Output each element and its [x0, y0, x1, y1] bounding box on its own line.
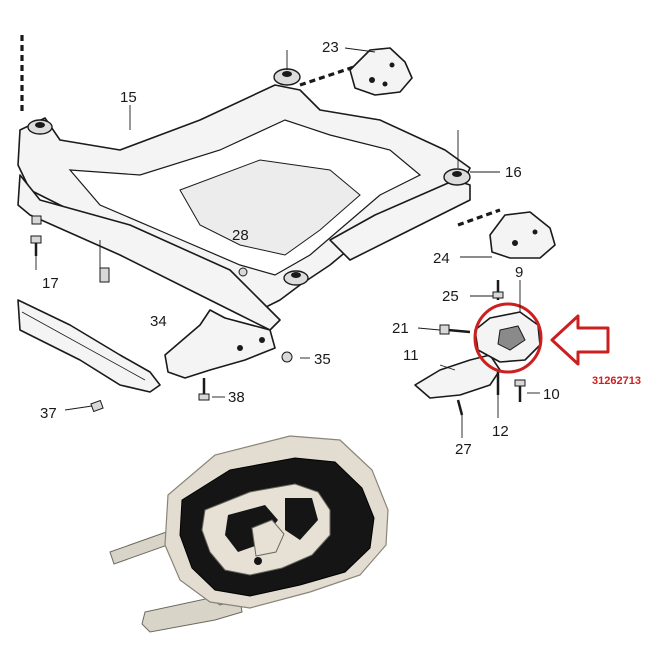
- bolts-17: [30, 215, 42, 256]
- control-arm-37: [17, 299, 161, 413]
- callout-23: 23: [322, 39, 339, 56]
- bracket-34: [164, 309, 293, 401]
- callout-9: 9: [515, 264, 523, 281]
- callout-27: 27: [455, 441, 472, 458]
- bushing-rear-left: [27, 119, 53, 135]
- engine-mount-photo: [109, 435, 389, 633]
- callout-35: 35: [314, 351, 331, 368]
- dashed-guide-lines: [20, 35, 501, 227]
- bracket-24: [489, 211, 556, 259]
- callout-10: 10: [543, 386, 560, 403]
- callout-17: 17: [42, 275, 59, 292]
- callout-25: 25: [442, 288, 459, 305]
- callout-labels: 23 15 16 28 24 9 17 25 34 21 11 35 37 38…: [40, 39, 560, 458]
- highlight-arrow-icon: [550, 314, 610, 366]
- callout-11: 11: [403, 347, 419, 364]
- bushing-front-right: [443, 168, 471, 186]
- callout-21: 21: [392, 320, 409, 337]
- callout-38: 38: [228, 389, 245, 406]
- bushing-front-left: [283, 270, 309, 286]
- callout-15: 15: [120, 89, 137, 106]
- bracket-23: [349, 47, 413, 96]
- callout-16: 16: [505, 164, 522, 181]
- leader-lines: [35, 47, 540, 438]
- callout-34: 34: [150, 313, 167, 330]
- part-number: 31262713: [592, 375, 641, 387]
- bushing-rear-right: [273, 68, 301, 86]
- front-subframe: [17, 68, 471, 331]
- callout-12: 12: [492, 423, 509, 440]
- callout-24: 24: [433, 250, 450, 267]
- highlight-circle: [473, 302, 543, 374]
- callout-37: 37: [40, 405, 57, 422]
- callout-28: 28: [232, 227, 249, 244]
